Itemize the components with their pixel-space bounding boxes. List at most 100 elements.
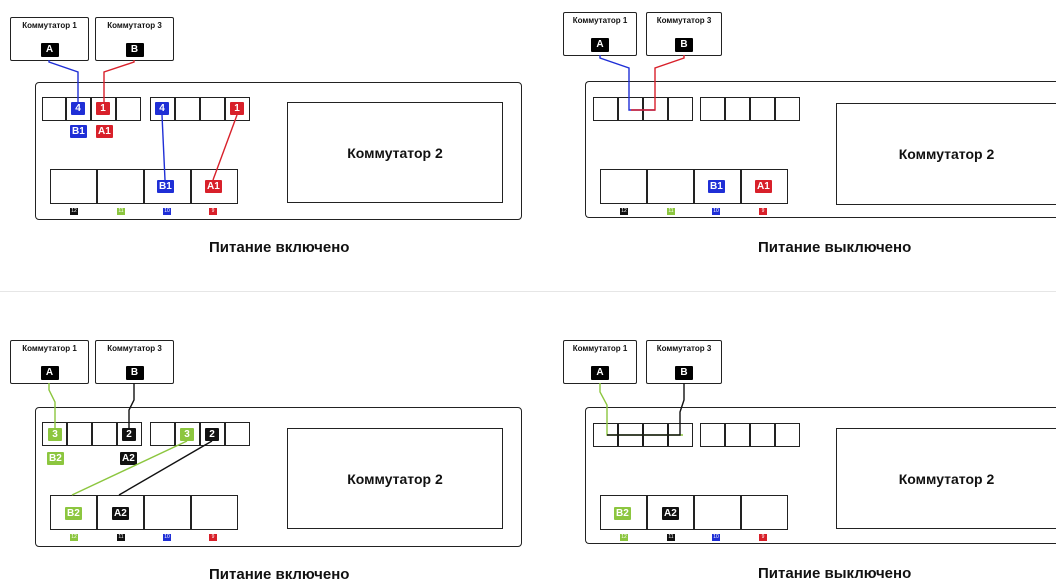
- port-number: 11: [667, 208, 675, 215]
- switch3-callout: Коммутатор 3 B: [646, 12, 722, 56]
- section-divider: [0, 291, 1056, 292]
- port-chip: 4: [155, 102, 169, 115]
- port-label: B1: [70, 125, 87, 138]
- callout-title: Коммутатор 3: [107, 344, 162, 353]
- callout-title: Коммутатор 3: [656, 16, 712, 25]
- power-caption: Питание выключено: [758, 239, 912, 256]
- sfp-port: [750, 97, 775, 121]
- callout-title: Коммутатор 3: [656, 344, 712, 353]
- rj45-port: [647, 169, 694, 204]
- sfp-port: [42, 97, 66, 121]
- sfp-port: [750, 423, 775, 447]
- switch2-panel: Коммутатор 2: [836, 103, 1056, 205]
- port-number: 10: [712, 208, 720, 215]
- rj45-port: [97, 169, 144, 204]
- callout-tag: A: [40, 43, 59, 57]
- power-caption: Питание включено: [209, 566, 350, 583]
- switch2-panel: Коммутатор 2: [287, 102, 503, 203]
- rj45-port: [600, 169, 647, 204]
- callout-tag: B: [675, 38, 693, 52]
- port-number: 12: [70, 208, 78, 215]
- switch2-title: Коммутатор 2: [898, 470, 995, 487]
- port-chip: 2: [122, 428, 136, 441]
- switch2-title: Коммутатор 2: [898, 146, 995, 162]
- port-chip: B1: [157, 180, 174, 193]
- rj45-port: [741, 495, 788, 530]
- sfp-port: [643, 423, 668, 447]
- callout-title: Коммутатор 1: [572, 16, 628, 25]
- port-chip: 1: [96, 102, 110, 115]
- power-caption: Питание выключено: [758, 565, 912, 582]
- switch3-callout: Коммутатор 3 B: [646, 340, 722, 384]
- port-number: 10: [712, 534, 720, 541]
- sfp-port: [116, 97, 141, 121]
- port-number: 12: [70, 534, 78, 541]
- port-number: 9: [759, 208, 767, 215]
- switch1-callout: Коммутатор 1 A: [563, 12, 637, 56]
- sfp-port: [725, 423, 750, 447]
- callout-title: Коммутатор 1: [22, 21, 77, 30]
- port-chip: 3: [180, 428, 194, 441]
- sfp-port: [200, 97, 225, 121]
- switch3-callout: Коммутатор 3 B: [95, 340, 174, 384]
- port-chip: 2: [205, 428, 219, 441]
- port-number: 9: [209, 534, 217, 541]
- sfp-port: [225, 422, 250, 446]
- sfp-port: [92, 422, 117, 446]
- port-number: 10: [163, 534, 171, 541]
- rj45-port: [191, 495, 238, 530]
- port-number: 11: [117, 208, 125, 215]
- port-chip: B1: [708, 180, 725, 193]
- switch1-callout: Коммутатор 1 A: [10, 340, 89, 384]
- port-chip: B2: [65, 507, 82, 520]
- port-chip: 3: [48, 428, 62, 441]
- port-chip: 4: [71, 102, 85, 115]
- port-number: 9: [209, 208, 217, 215]
- switch2-title: Коммутатор 2: [347, 470, 443, 487]
- port-number: 11: [667, 534, 675, 541]
- switch2-title: Коммутатор 2: [347, 144, 443, 161]
- sfp-port: [67, 422, 92, 446]
- sfp-port: [593, 423, 618, 447]
- port-number: 10: [163, 208, 171, 215]
- callout-tag: B: [125, 366, 144, 380]
- rj45-port: [694, 495, 741, 530]
- sfp-port: [775, 97, 800, 121]
- rj45-port: [50, 169, 97, 204]
- port-number: 9: [759, 534, 767, 541]
- port-chip: B2: [614, 507, 631, 520]
- sfp-port: [618, 97, 643, 121]
- rj45-port: [600, 495, 647, 530]
- port-number: 12: [620, 534, 628, 541]
- switch2-panel: Коммутатор 2: [836, 428, 1056, 529]
- power-caption: Питание включено: [209, 239, 350, 256]
- sfp-port: [668, 97, 693, 121]
- rj45-port: [144, 495, 191, 530]
- port-number: 12: [620, 208, 628, 215]
- sfp-port: [700, 423, 725, 447]
- port-chip: A1: [205, 180, 222, 193]
- callout-title: Коммутатор 3: [107, 21, 162, 30]
- sfp-port: [175, 97, 200, 121]
- callout-tag: A: [591, 38, 609, 52]
- callout-tag: B: [125, 43, 144, 57]
- port-number: 11: [117, 534, 125, 541]
- switch1-callout: Коммутатор 1 A: [563, 340, 637, 384]
- port-chip: A2: [112, 507, 129, 520]
- port-label: B2: [47, 452, 64, 465]
- callout-tag: A: [591, 366, 609, 380]
- sfp-port: [700, 97, 725, 121]
- sfp-port: [643, 97, 668, 121]
- port-label: A2: [120, 452, 137, 465]
- callout-title: Коммутатор 1: [572, 344, 628, 353]
- rj45-port: [647, 495, 694, 530]
- sfp-port: [775, 423, 800, 447]
- sfp-port: [593, 97, 618, 121]
- sfp-port: [725, 97, 750, 121]
- port-chip: A1: [755, 180, 772, 193]
- sfp-port: [618, 423, 643, 447]
- port-chip: 1: [230, 102, 244, 115]
- sfp-port: [150, 422, 175, 446]
- switch3-callout: Коммутатор 3 B: [95, 17, 174, 61]
- switch1-callout: Коммутатор 1 A: [10, 17, 89, 61]
